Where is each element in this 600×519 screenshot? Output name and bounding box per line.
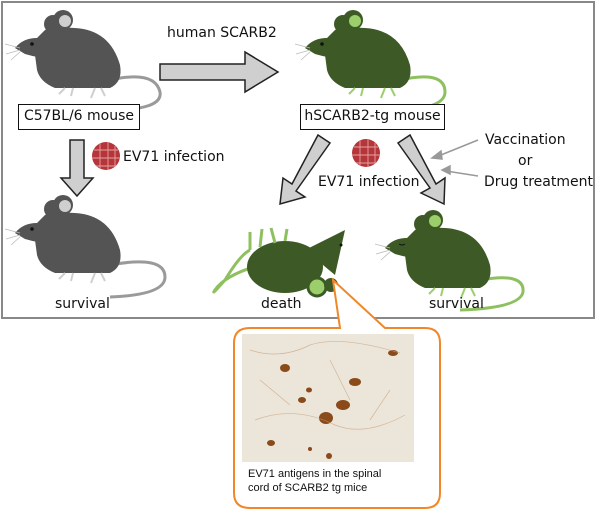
treatment-arrow-survival: [396, 133, 446, 206]
death-label: death: [261, 296, 302, 312]
transgene-label: human SCARB2: [167, 25, 277, 41]
survival-tg-mouse-icon: [374, 210, 525, 312]
drug-treatment-label: Drug treatment: [484, 174, 593, 190]
survival-wildtype-mouse-icon: [4, 195, 167, 299]
infection-label-right: EV71 infection: [318, 174, 420, 190]
callout-caption: EV71 antigens in the spinal cord of SCAR…: [248, 467, 381, 495]
treatment-pointer-arrows: [430, 139, 479, 177]
infection-label-left: EV71 infection: [123, 149, 225, 165]
wildtype-mouse-box: C57BL/6 mouse: [18, 104, 140, 130]
spinal-cord-micrograph: [242, 334, 414, 462]
wildtype-mouse-icon: [4, 10, 162, 112]
or-label: or: [518, 153, 533, 169]
callout-caption-line1: EV71 antigens in the spinal: [248, 468, 382, 480]
survival-label-right: survival: [429, 296, 484, 312]
virus-icon-left: [92, 142, 120, 170]
callout-caption-line2: cord of SCARB2 tg mice: [248, 482, 368, 494]
survival-label-left: survival: [55, 296, 110, 312]
dead-tg-mouse-icon: [212, 227, 345, 298]
virus-icon-right: [352, 139, 380, 167]
infection-arrow-left: [59, 139, 95, 198]
tg-mouse-icon: [294, 10, 447, 112]
transgene-arrow: [159, 50, 280, 94]
infection-arrow-death: [279, 133, 332, 206]
tg-mouse-box: hSCARB2-tg mouse: [300, 104, 445, 130]
vaccination-label: Vaccination: [485, 132, 566, 148]
